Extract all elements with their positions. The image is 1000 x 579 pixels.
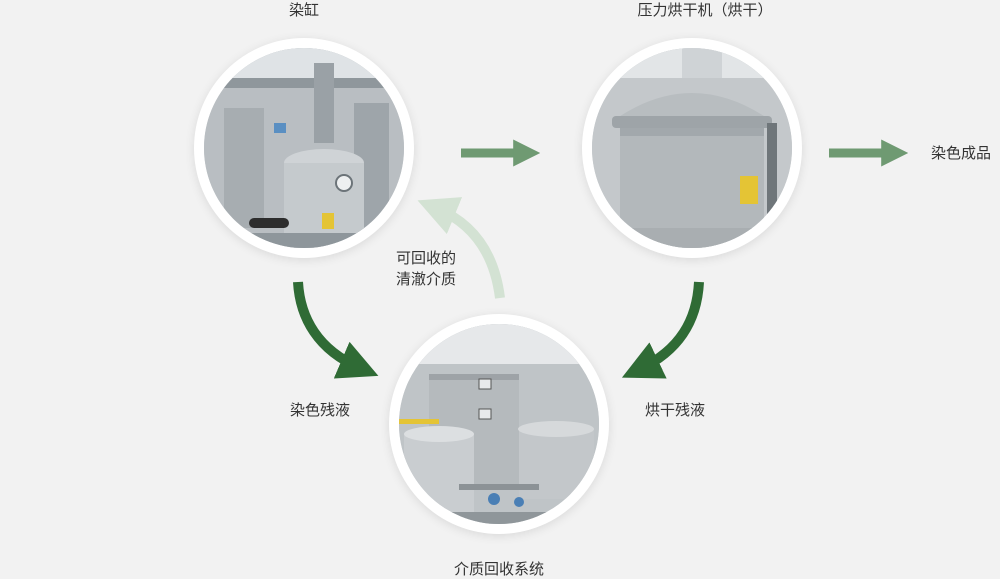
pressure-dryer-photo <box>592 48 792 248</box>
dry-residue-label: 烘干残液 <box>645 401 706 419</box>
arrow-dye-residue <box>293 281 379 379</box>
recovery-system-node <box>389 314 609 534</box>
dye-residue-label: 染色残液 <box>290 401 351 419</box>
recycled-medium-line2: 清澈介质 <box>396 270 457 288</box>
finished-product-label: 染色成品 <box>931 144 992 162</box>
arrow-recycled-medium <box>417 197 505 299</box>
arrow-dry-residue <box>621 281 704 379</box>
pressure-dryer-node <box>582 38 802 258</box>
dye-vat-node <box>194 38 414 258</box>
recovery-system-label: 介质回收系统 <box>453 560 545 578</box>
dyeing-vessel-photo <box>204 48 404 248</box>
recovery-tanks-photo <box>399 324 599 524</box>
recycled-medium-line1: 可回收的 <box>396 249 457 267</box>
recycled-medium-label: 可回收的 清澈介质 <box>396 248 456 290</box>
pressure-dryer-label: 压力烘干机（烘干） <box>637 1 773 19</box>
dye-vat-label: 染缸 <box>288 1 320 19</box>
